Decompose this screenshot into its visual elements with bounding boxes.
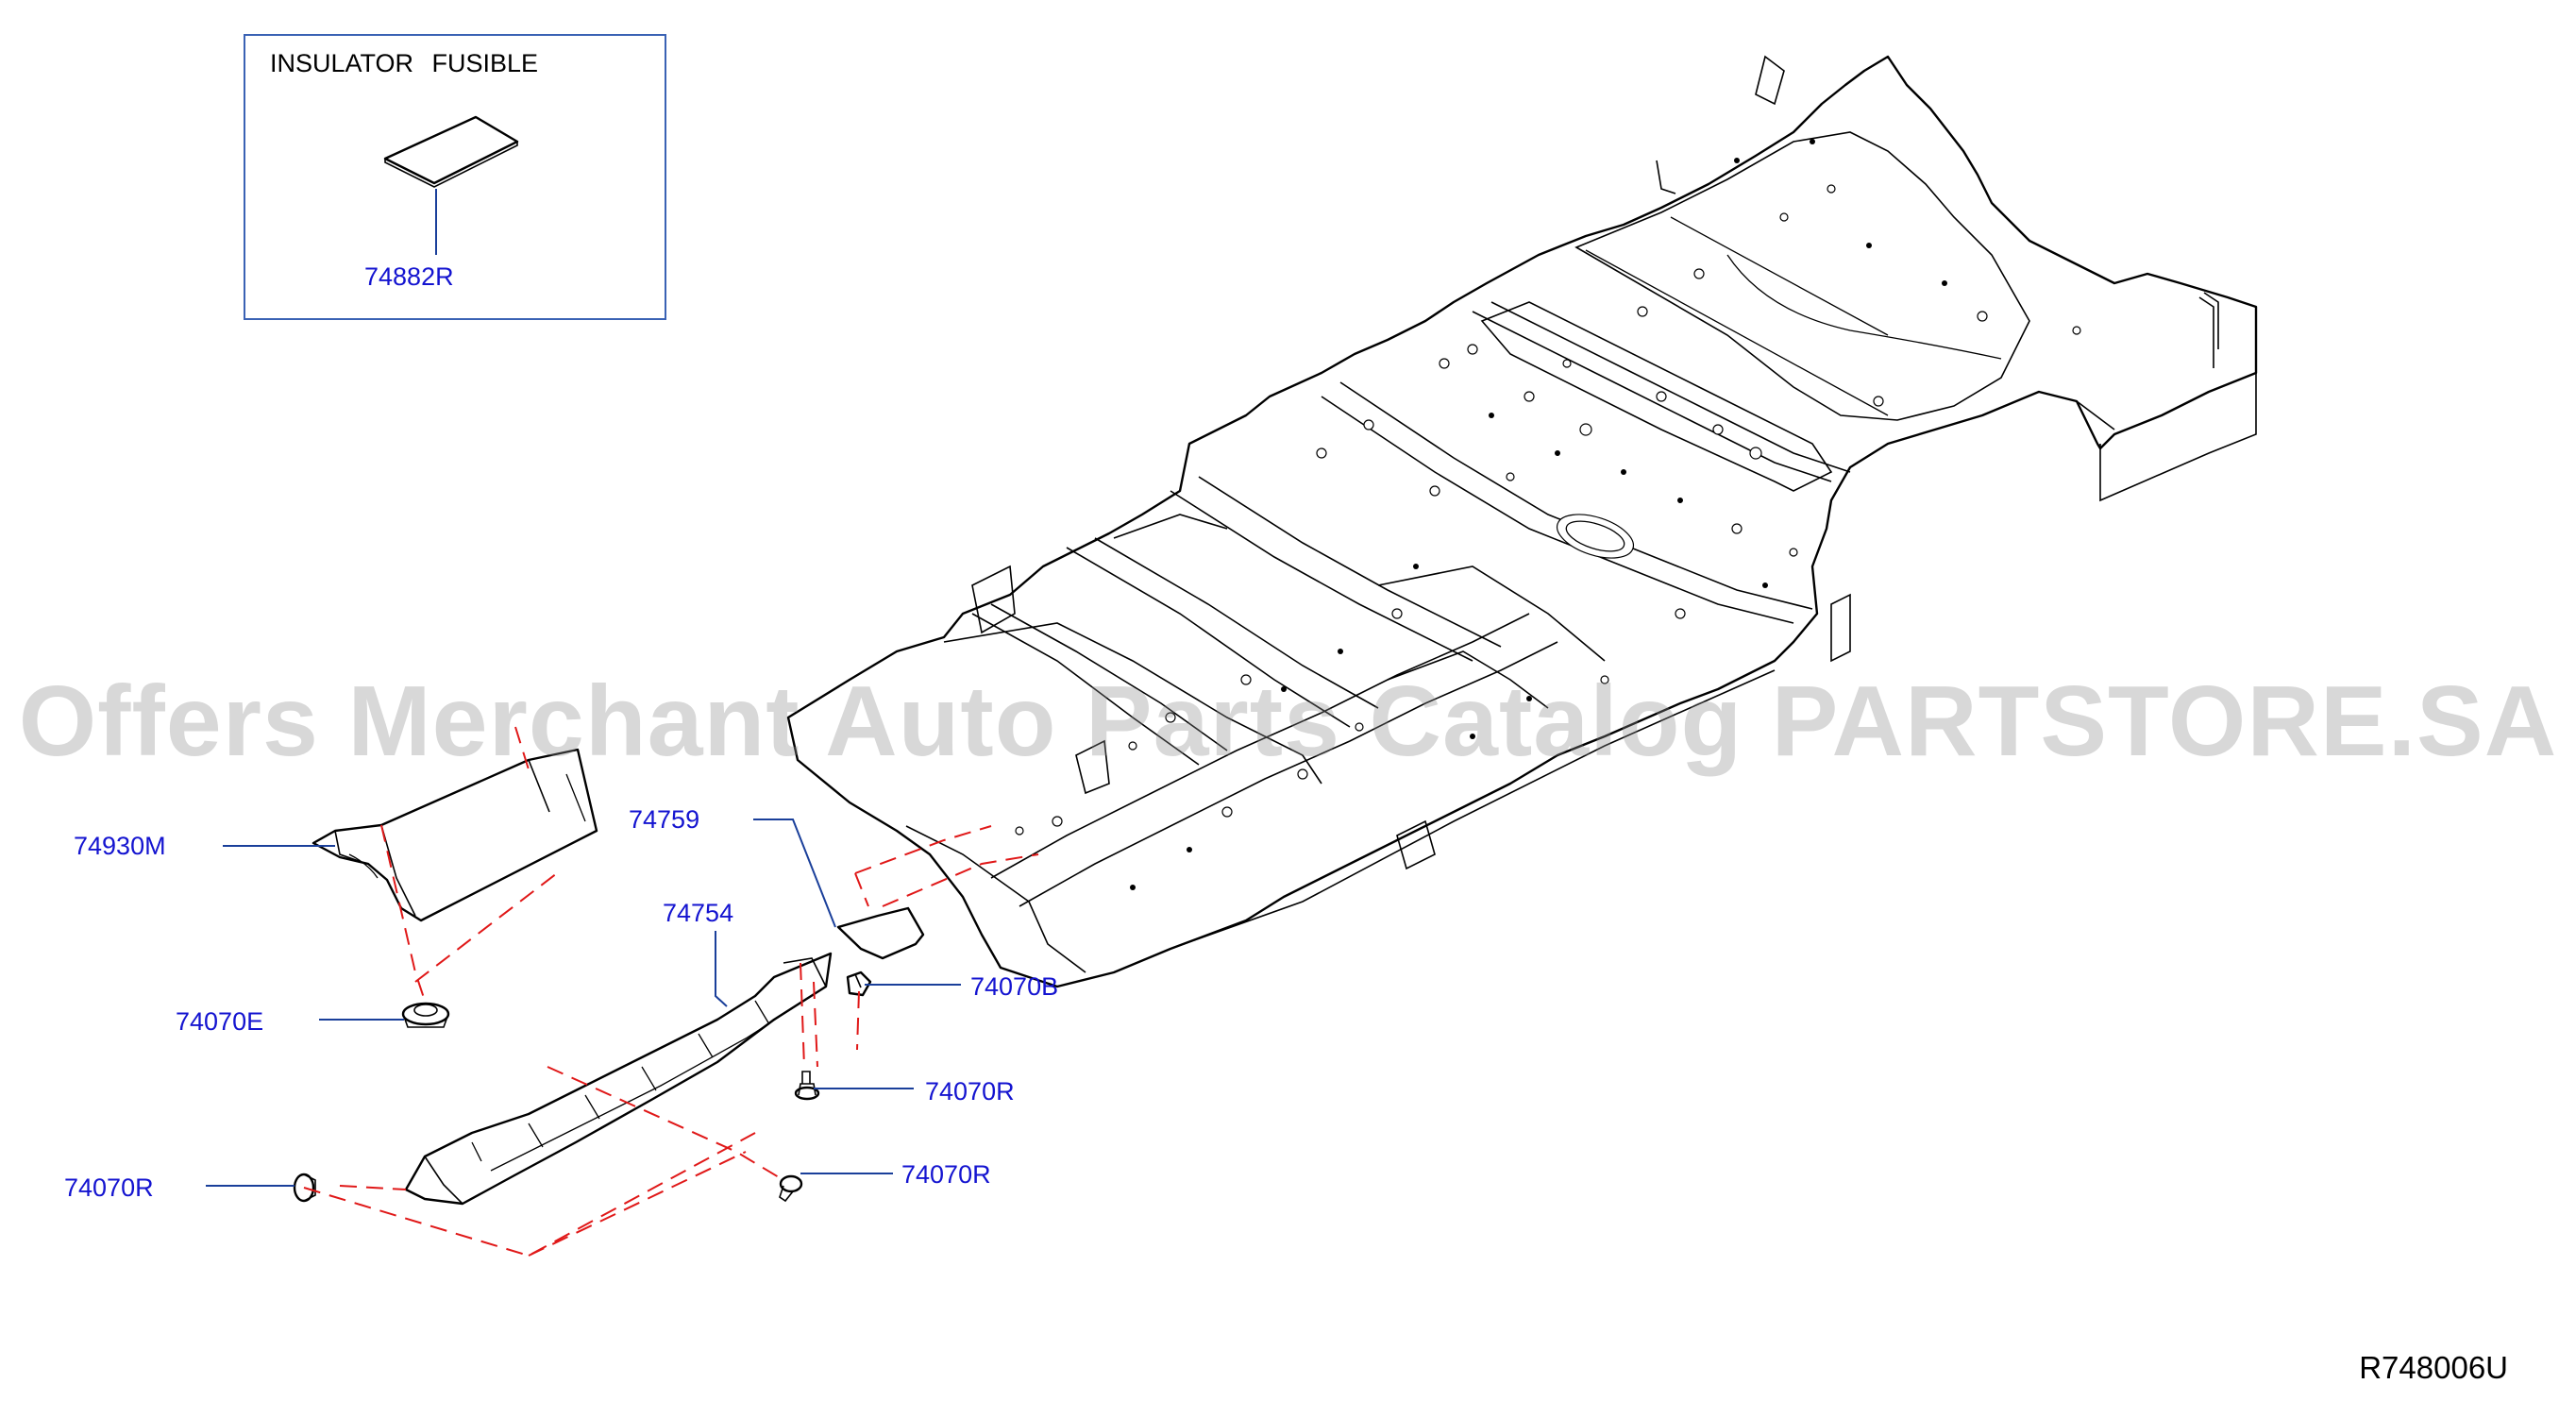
panel-studs [1130,139,1947,890]
insulator-74754-drawing [404,952,833,1206]
watermark-text: Offers Merchant Auto Parts Catalog PARTS… [18,666,2558,777]
callout-74070R-left[interactable]: 74070R [64,1173,154,1202]
clip-74070R-mid-drawing [794,1071,820,1101]
fusible-insulator-drawing [383,115,519,255]
callout-74754[interactable]: 74754 [663,899,734,927]
clip-74070E-drawing [401,1002,450,1028]
callout-74759[interactable]: 74759 [629,805,700,834]
phantom-lines [303,726,1039,1258]
leader-lines [206,819,961,1187]
floor-panel-assembly [786,55,2258,988]
callout-74930M[interactable]: 74930M [74,832,166,860]
panel-holes [1015,184,2081,836]
clip-74070B-drawing [846,971,872,997]
callout-74070R-mid[interactable]: 74070R [925,1077,1015,1106]
drawing-number: R748006U [2359,1350,2508,1385]
callout-74070E[interactable]: 74070E [176,1007,264,1036]
callout-74882R[interactable]: 74882R [364,262,454,291]
inset-title: INSULATOR FUSIBLE [270,49,539,77]
fusible-insulator-inset: INSULATOR FUSIBLE [244,34,666,320]
callout-74070R-low[interactable]: 74070R [901,1160,991,1189]
insulator-74759-drawing [836,906,925,960]
clip-74070R-low-drawing [779,1174,803,1203]
callout-74070B[interactable]: 74070B [970,972,1059,1001]
